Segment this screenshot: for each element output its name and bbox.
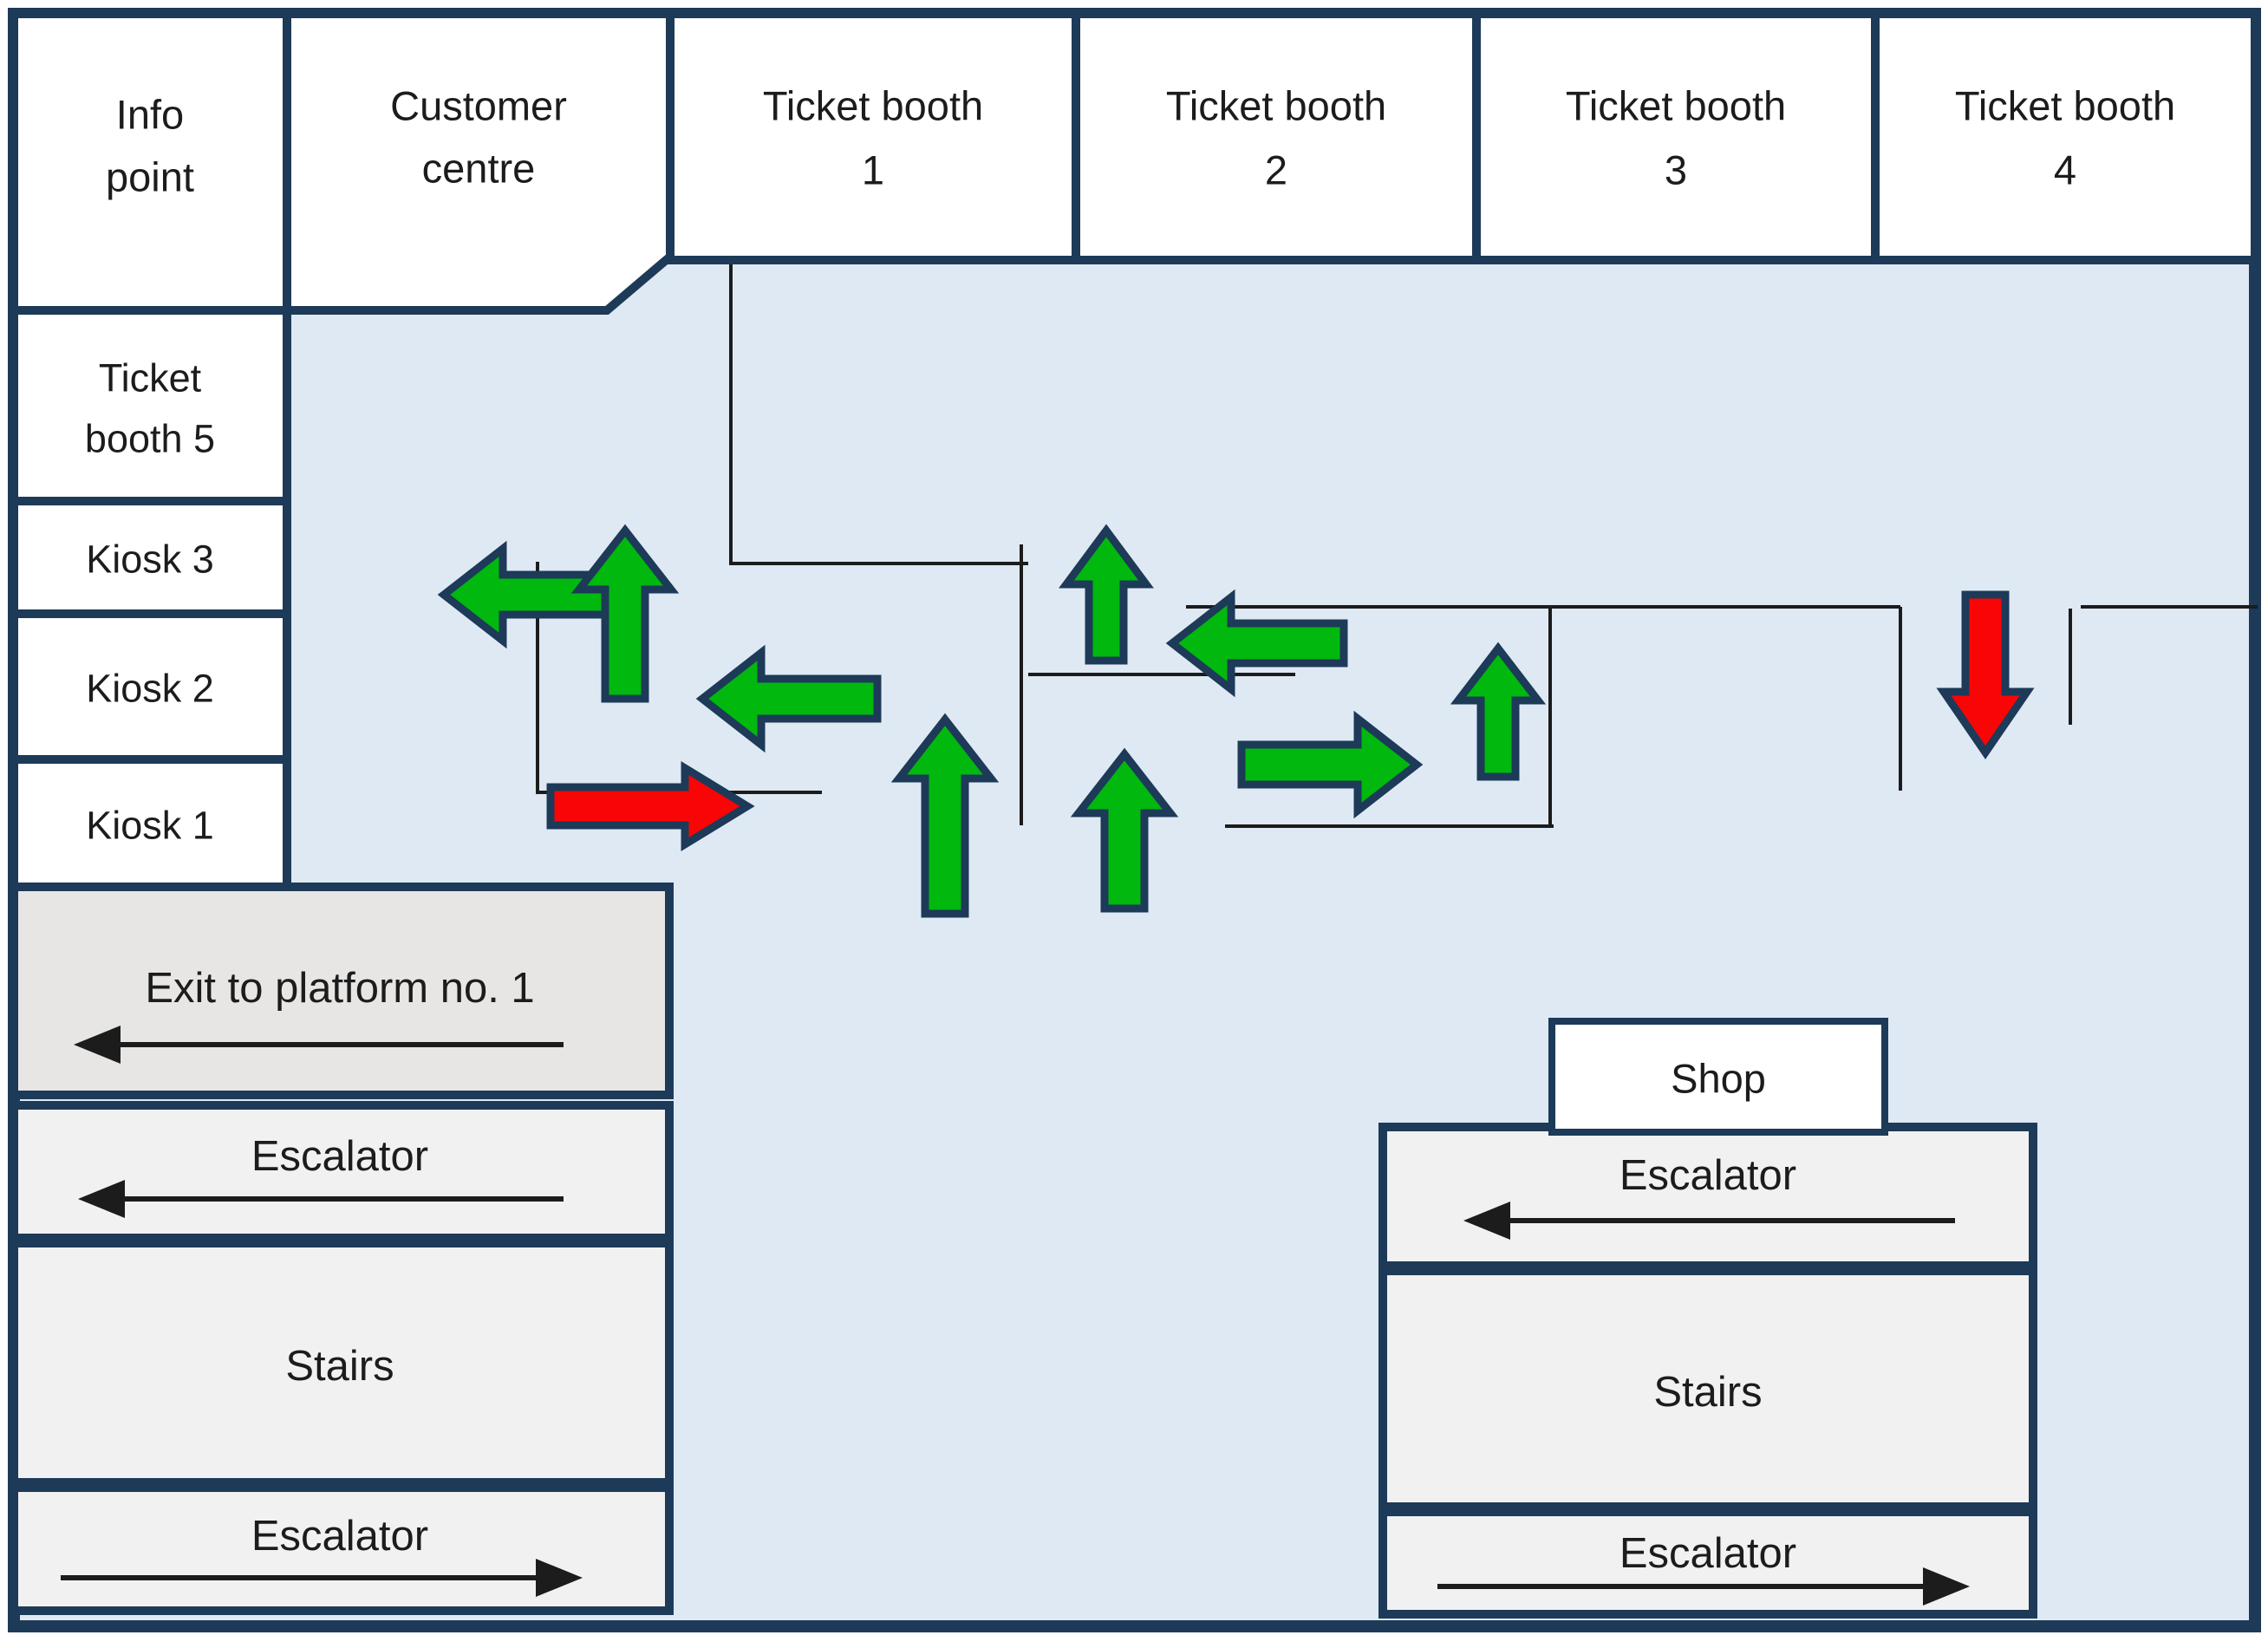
customer-centre-label: Customer <box>390 83 567 129</box>
green-up-arrow-1 <box>570 524 680 703</box>
exit-platform-direction-arrow-head <box>74 1026 121 1064</box>
escalator-left-upper-label: Escalator <box>251 1133 428 1180</box>
kiosk-1-label: Kiosk 1 <box>86 804 214 848</box>
queue-guide-lines <box>536 262 2258 828</box>
kiosk-3-label: Kiosk 3 <box>86 537 214 582</box>
room-kiosk-3: Kiosk 3 <box>10 497 291 618</box>
ticket-booth-1-label: Ticket booth <box>763 83 983 129</box>
red-down-arrow <box>1936 590 2035 759</box>
ticket-booth-4-label: Ticket booth <box>1955 83 2175 129</box>
stairs-left-label: Stairs <box>285 1343 394 1390</box>
facility-escalator-left-upper: Escalator <box>10 1101 674 1242</box>
room-kiosk-1: Kiosk 1 <box>10 755 291 891</box>
room-customer-centre: Customer centre <box>283 10 675 315</box>
facility-stairs-right: Stairs <box>1378 1267 2037 1511</box>
facility-stairs-left: Stairs <box>10 1239 674 1487</box>
room-ticket-booth-2: Ticket booth 2 <box>1072 10 1481 264</box>
escalator-right-lower-direction-arrow <box>1437 1567 1970 1606</box>
customer-centre-label: centre <box>422 146 536 192</box>
escalator-left-upper-direction-arrow-head <box>78 1180 125 1218</box>
facility-exit-platform-1: Exit to platform no. 1 <box>10 883 674 1099</box>
room-info-point: Info point <box>10 10 291 315</box>
exit-platform-label: Exit to platform no. 1 <box>145 965 534 1012</box>
kiosk-2-label: Kiosk 2 <box>86 667 214 711</box>
green-up-arrow-2 <box>890 713 1000 918</box>
stairs-right-label: Stairs <box>1653 1369 1762 1416</box>
escalator-left-lower-direction-arrow-head <box>536 1559 583 1597</box>
red-right-arrow <box>546 760 755 852</box>
room-shop: Shop <box>1548 1018 1888 1136</box>
escalator-right-upper-direction-arrow <box>1463 1202 1955 1240</box>
facility-escalator-left-lower: Escalator <box>10 1483 674 1615</box>
facility-escalator-right-lower: Escalator <box>1378 1508 2037 1619</box>
ticket-booth-2-label: 2 <box>1265 147 1287 193</box>
green-up-arrow-3 <box>1059 524 1154 665</box>
ticket-booth-3-label: 3 <box>1665 147 1687 193</box>
ticket-booth-5-label: booth 5 <box>85 417 215 461</box>
ticket-booth-2-label: Ticket booth <box>1166 83 1386 129</box>
room-ticket-booth-1: Ticket booth 1 <box>666 10 1080 264</box>
pedestrian-flow-arrows <box>437 524 2035 918</box>
ticket-booth-4-label: 4 <box>2054 147 2076 193</box>
escalator-right-upper-direction-arrow-head <box>1463 1202 1510 1240</box>
escalator-left-lower-direction-arrow <box>61 1559 583 1597</box>
ticket-booth-5-label: Ticket <box>99 356 202 401</box>
escalator-right-lower-label: Escalator <box>1620 1530 1796 1577</box>
exit-platform-direction-arrow <box>74 1026 564 1064</box>
green-right-arrow-1 <box>1237 710 1424 819</box>
room-ticket-booth-3: Ticket booth 3 <box>1472 10 1880 264</box>
facility-direction-arrows <box>61 1026 1970 1606</box>
room-kiosk-2: Kiosk 2 <box>10 609 291 764</box>
shop-label: Shop <box>1671 1056 1766 1102</box>
info-point-label: point <box>106 154 194 200</box>
green-left-arrow-3 <box>1165 589 1348 698</box>
room-ticket-booth-5: Ticket booth 5 <box>10 306 291 505</box>
escalator-right-upper-label: Escalator <box>1620 1152 1796 1199</box>
green-left-arrow-2 <box>695 644 882 753</box>
ticket-booth-1-label: 1 <box>862 147 884 193</box>
green-up-arrow-4 <box>1070 747 1179 913</box>
green-up-arrow-5 <box>1450 642 1547 781</box>
ticket-booth-3-label: Ticket booth <box>1566 83 1786 129</box>
info-point-label: Info <box>116 92 184 138</box>
escalator-left-upper-direction-arrow <box>78 1180 564 1218</box>
room-ticket-booth-4: Ticket booth 4 <box>1871 10 2259 264</box>
escalator-right-lower-direction-arrow-head <box>1923 1567 1970 1606</box>
facility-escalator-right-upper: Escalator <box>1378 1123 2037 1270</box>
escalator-left-lower-label: Escalator <box>251 1513 428 1560</box>
